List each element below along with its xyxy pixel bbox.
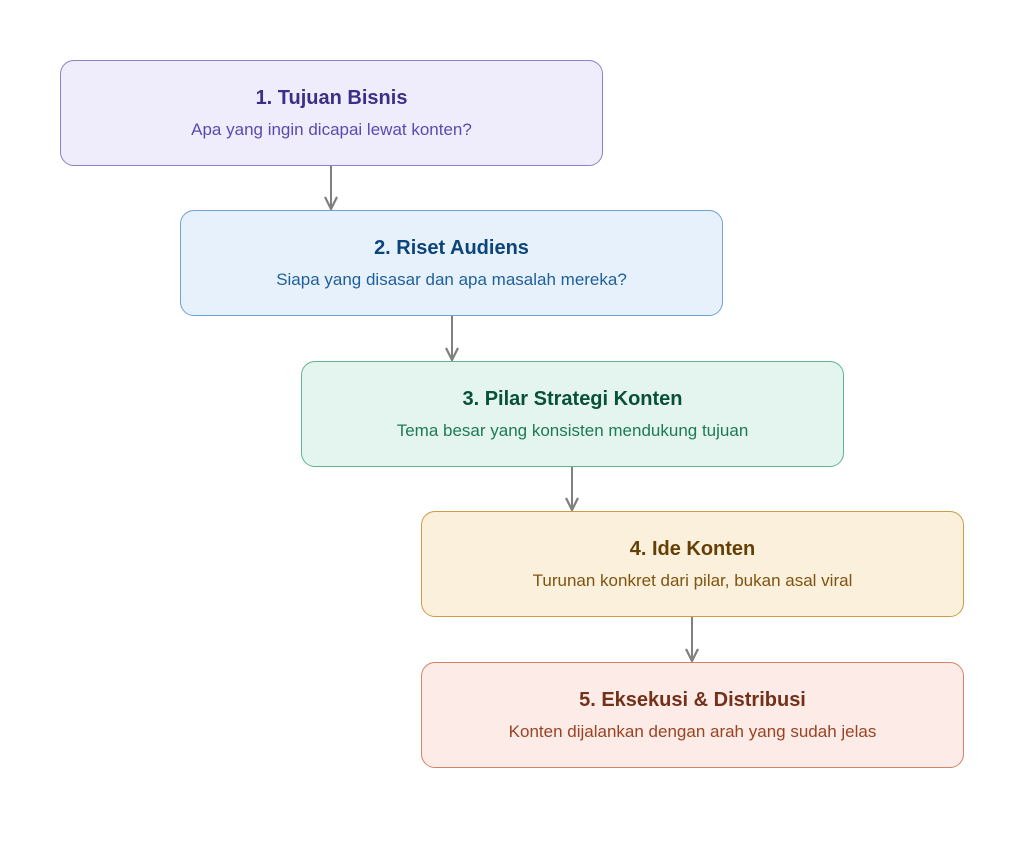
step-title: 5. Eksekusi & Distribusi <box>579 688 806 711</box>
step-description: Siapa yang disasar dan apa masalah merek… <box>276 269 627 289</box>
step-box-tujuan-bisnis: 1. Tujuan Bisnis Apa yang ingin dicapai … <box>60 60 603 166</box>
step-description: Konten dijalankan dengan arah yang sudah… <box>508 721 877 741</box>
step-title: 2. Riset Audiens <box>374 236 529 259</box>
step-title: 4. Ide Konten <box>629 537 756 560</box>
step-description: Tema besar yang konsisten mendukung tuju… <box>396 420 749 440</box>
step-title: 3. Pilar Strategi Konten <box>462 387 683 410</box>
step-title: 1. Tujuan Bisnis <box>255 86 408 109</box>
step-description: Apa yang ingin dicapai lewat konten? <box>191 119 472 139</box>
step-box-riset-audiens: 2. Riset Audiens Siapa yang disasar dan … <box>180 210 723 316</box>
step-box-pilar-strategi-konten: 3. Pilar Strategi Konten Tema besar yang… <box>301 361 844 467</box>
step-description: Turunan konkret dari pilar, bukan asal v… <box>532 570 853 590</box>
step-box-eksekusi-distribusi: 5. Eksekusi & Distribusi Konten dijalank… <box>421 662 964 768</box>
step-box-ide-konten: 4. Ide Konten Turunan konkret dari pilar… <box>421 511 964 617</box>
